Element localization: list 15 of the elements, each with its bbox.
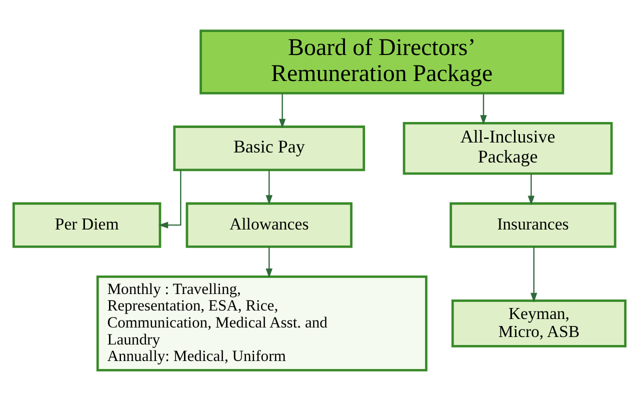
arrow	[266, 246, 272, 278]
node-box: Keyman, Micro, ASB	[451, 298, 627, 347]
arrow	[528, 173, 535, 205]
arrow	[266, 170, 272, 204]
node-box: Basic Pay	[173, 125, 366, 171]
node-box: All-Inclusive Package	[402, 121, 613, 174]
node-box: Allowances	[186, 202, 352, 248]
arrow	[530, 246, 538, 302]
node-box: Per Diem	[12, 202, 162, 248]
node-box: Monthly : Travelling, Representation, ESA, Rice, Communication, Medical Asst. and Laundry Annually: Medical, Uniform	[96, 274, 428, 371]
node-box: Board of Directors’ Remuneration Package	[200, 29, 564, 94]
arrow	[278, 93, 286, 128]
arrow	[480, 93, 487, 124]
arrow	[158, 170, 182, 228]
node-box: Insurances	[450, 202, 616, 248]
